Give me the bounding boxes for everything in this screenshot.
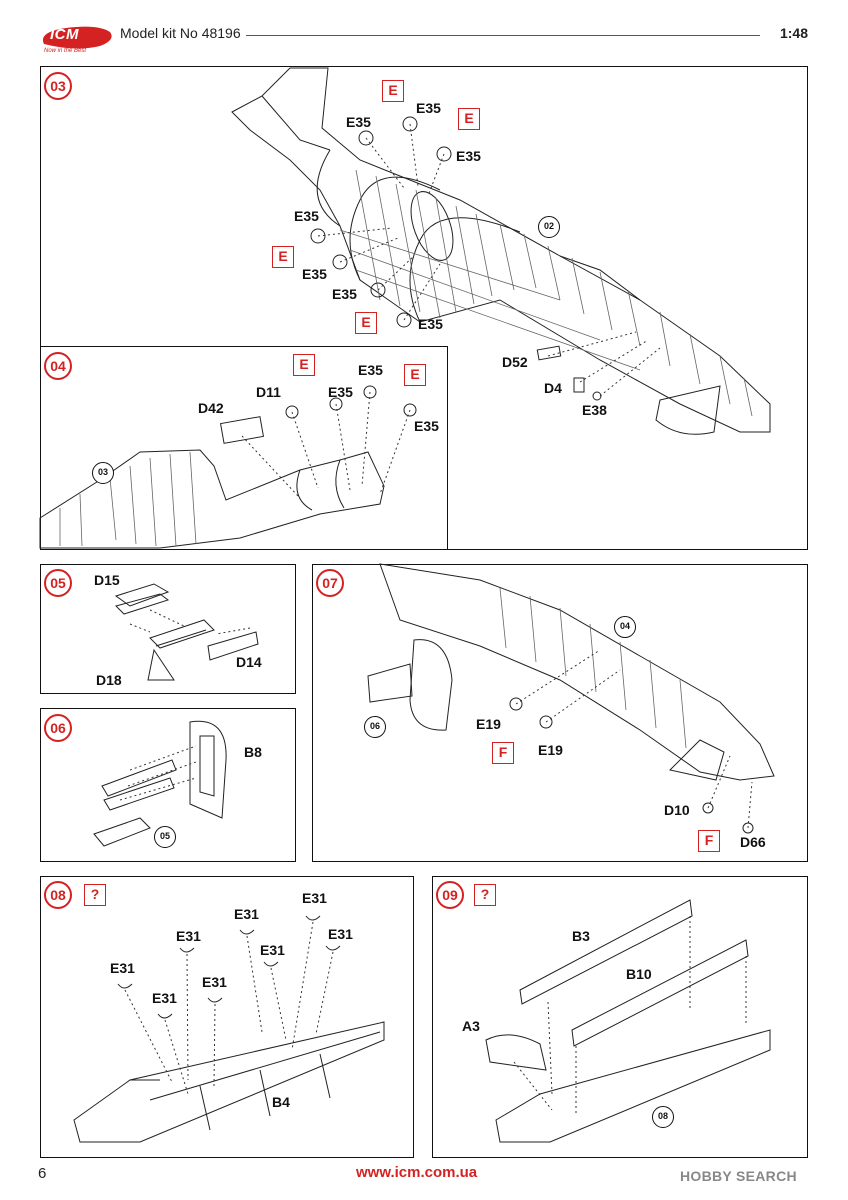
- part-label: E19: [538, 742, 563, 758]
- step-07-panel: [312, 564, 808, 862]
- part-label: E35: [414, 418, 439, 434]
- step-number-03: 03: [44, 72, 72, 100]
- part-b3: [519, 899, 693, 1005]
- page-number: 6: [38, 1165, 47, 1182]
- ref-circle: 06: [364, 716, 386, 738]
- fuselage-frames-04: [59, 451, 197, 547]
- ref-circle: 04: [614, 616, 636, 638]
- part-label: B3: [572, 928, 590, 944]
- step-09-panel: [432, 876, 808, 1158]
- part-label: B4: [272, 1094, 290, 1110]
- part-label: E35: [416, 100, 441, 116]
- part-label: E31: [328, 926, 353, 942]
- brand-tagline: Now in the Best: [44, 48, 87, 54]
- part-label: D4: [544, 380, 562, 396]
- fuselage-drawing-07: [367, 563, 775, 834]
- kit-number: Model kit No 48196: [120, 25, 241, 41]
- step-05-panel: [40, 564, 296, 694]
- e31-brackets: [117, 915, 341, 1019]
- part-label: E31: [260, 942, 285, 958]
- ref-circle: 03: [92, 462, 114, 484]
- page-header: ICM Now in the Best Model kit No 48196 1…: [0, 0, 848, 62]
- part-label: B10: [626, 966, 652, 982]
- watermark-text: HOBBY SEARCH: [680, 1168, 797, 1184]
- ref-circle: 05: [154, 826, 176, 848]
- ref-circle: 02: [538, 216, 560, 238]
- footer-website-link[interactable]: www.icm.com.ua: [356, 1164, 478, 1181]
- fuselage-drawing-04: [39, 385, 417, 549]
- part-label: D15: [94, 572, 120, 588]
- part-label: E35: [332, 286, 357, 302]
- sprue-box-e: E: [272, 246, 294, 268]
- e35-parts-03: [310, 116, 452, 328]
- step-number-07: 07: [316, 569, 344, 597]
- part-label: E31: [234, 906, 259, 922]
- part-label: D18: [96, 672, 122, 688]
- part-label: E31: [176, 928, 201, 944]
- floor-drawing-08: [73, 1021, 385, 1143]
- step-number-05: 05: [44, 569, 72, 597]
- part-label: E35: [294, 208, 319, 224]
- step-number-09: 09: [436, 881, 464, 909]
- note-question-box-09: ?: [474, 884, 496, 906]
- part-label: E31: [110, 960, 135, 976]
- part-d42: [219, 416, 265, 444]
- part-b10: [571, 939, 749, 1047]
- part-label: E35: [302, 266, 327, 282]
- step-08-panel: [40, 876, 414, 1158]
- part-d4: [573, 377, 585, 393]
- sprue-box-e: E: [382, 80, 404, 102]
- part-label: E38: [582, 402, 607, 418]
- part-label: E35: [328, 384, 353, 400]
- part-label: E35: [456, 148, 481, 164]
- note-question-box-08: ?: [84, 884, 106, 906]
- sprue-box-f: F: [698, 830, 720, 852]
- part-label: E35: [418, 316, 443, 332]
- sprue-box-e: E: [355, 312, 377, 334]
- step-06-panel: [40, 708, 296, 862]
- ref-circle: 08: [652, 1106, 674, 1128]
- floor-drawing-09: [485, 899, 771, 1143]
- icm-logo: [42, 26, 112, 49]
- part-a3: [485, 1034, 547, 1071]
- step-04-panel: [40, 346, 448, 550]
- header-rule: [246, 35, 760, 36]
- sprue-box-e: E: [293, 354, 315, 376]
- fuselage-half-drawing-03: [231, 67, 771, 435]
- sprue-box-e: E: [458, 108, 480, 130]
- floor-drawing-05: [114, 583, 259, 681]
- step-number-06: 06: [44, 714, 72, 742]
- fuselage-frames-03: [339, 169, 753, 417]
- sprue-box-f: F: [492, 742, 514, 764]
- part-label: E31: [152, 990, 177, 1006]
- part-e38: [592, 391, 602, 401]
- part-label: B8: [244, 744, 262, 760]
- part-d52: [536, 345, 562, 361]
- sprue-box-e: E: [404, 364, 426, 386]
- part-label: D11: [256, 384, 281, 400]
- assembly-leaders-04: [241, 391, 411, 497]
- part-label: E31: [202, 974, 227, 990]
- part-label: D14: [236, 654, 262, 670]
- part-label: A3: [462, 1018, 480, 1034]
- fuselage-frames-07: [499, 587, 687, 749]
- scale-label: 1:48: [779, 25, 808, 41]
- part-label: D10: [664, 802, 690, 818]
- part-label: E35: [346, 114, 371, 130]
- part-label: E19: [476, 716, 501, 732]
- step-number-04: 04: [44, 352, 72, 380]
- brand-logo-text: ICM: [50, 26, 79, 43]
- step-number-08: 08: [44, 881, 72, 909]
- part-label: D52: [502, 354, 528, 370]
- part-label: E31: [302, 890, 327, 906]
- bulkhead-drawing-06: [93, 720, 227, 847]
- assembly-leaders-03: [317, 123, 661, 397]
- part-label: E35: [358, 362, 383, 378]
- part-label: D66: [740, 834, 766, 850]
- part-label: D42: [198, 400, 224, 416]
